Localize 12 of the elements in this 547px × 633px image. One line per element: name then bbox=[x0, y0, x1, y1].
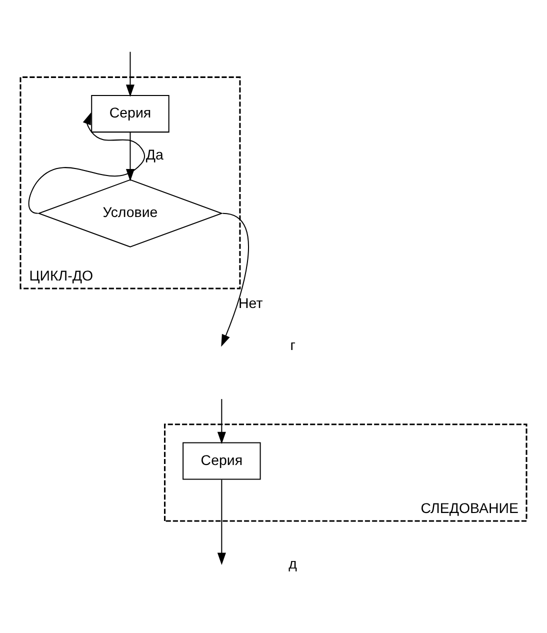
arrow bbox=[221, 212, 249, 346]
node-box: Серия bbox=[91, 94, 170, 132]
arrow bbox=[28, 112, 146, 214]
edge-label: Нет bbox=[238, 296, 263, 312]
label: д bbox=[288, 556, 297, 572]
node-diamond: Условие bbox=[37, 178, 224, 247]
edge-label: Да bbox=[146, 147, 164, 164]
arrow bbox=[126, 51, 134, 96]
arrow bbox=[217, 479, 226, 564]
label: г bbox=[290, 338, 296, 354]
node-box: Серия bbox=[182, 442, 261, 480]
arrow bbox=[217, 398, 226, 444]
